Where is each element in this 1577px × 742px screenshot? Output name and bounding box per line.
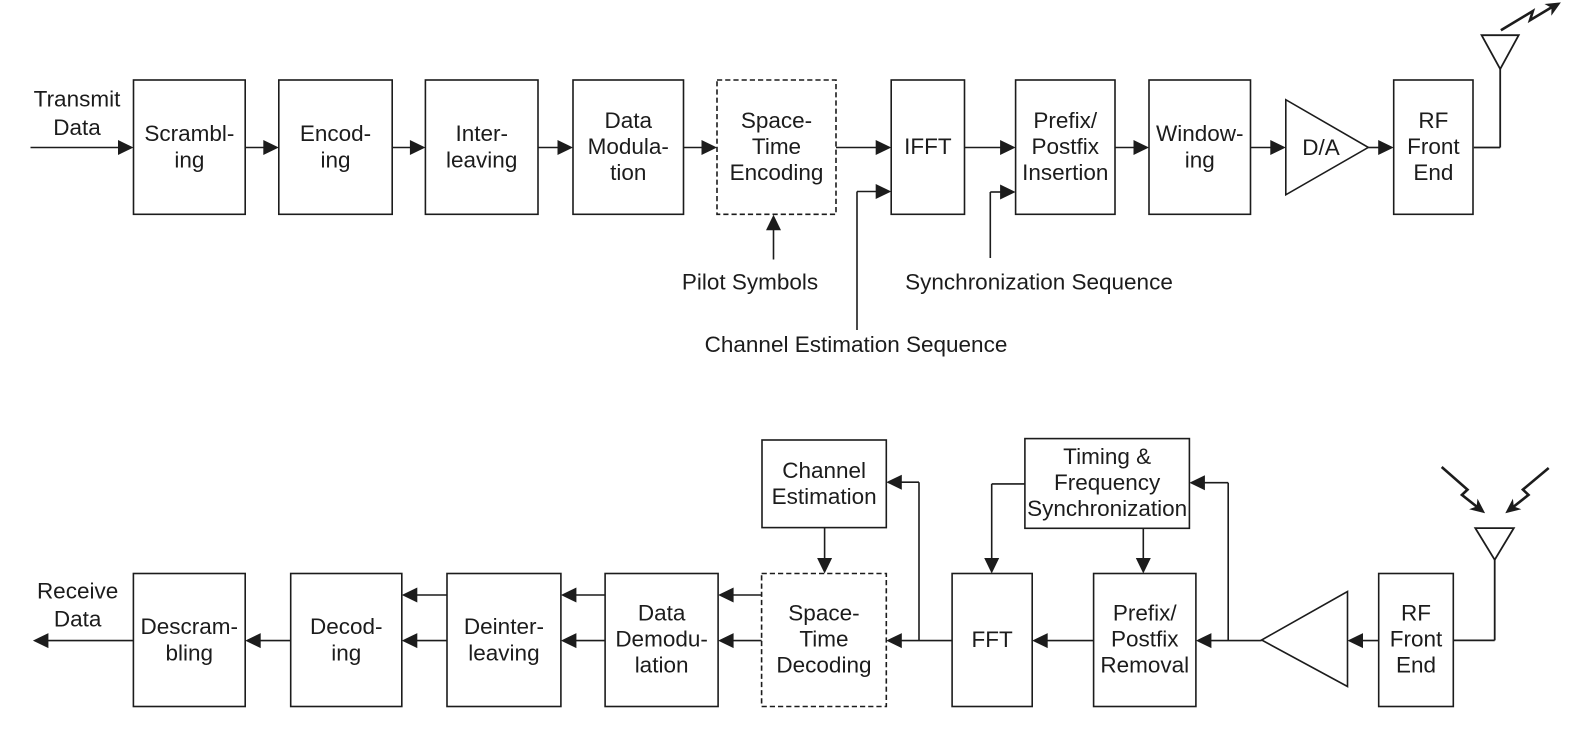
svg-text:Data: Data — [604, 108, 652, 133]
svg-text:Time: Time — [752, 134, 801, 159]
svg-text:Prefix/: Prefix/ — [1033, 108, 1098, 133]
svg-text:Frequency: Frequency — [1054, 470, 1161, 495]
svg-text:Synchronization Sequence: Synchronization Sequence — [905, 270, 1173, 295]
svg-text:Inter-: Inter- — [455, 121, 508, 146]
svg-text:FFT: FFT — [972, 627, 1013, 652]
svg-text:Receive: Receive — [37, 579, 118, 604]
svg-text:Time: Time — [799, 627, 848, 652]
svg-text:Transmit: Transmit — [34, 87, 121, 112]
svg-text:Encoding: Encoding — [730, 160, 824, 185]
svg-text:ing: ing — [320, 147, 350, 172]
svg-text:RF: RF — [1401, 601, 1431, 626]
svg-text:tion: tion — [610, 160, 646, 185]
svg-text:Descram-: Descram- — [141, 614, 239, 639]
svg-text:Channel: Channel — [782, 458, 866, 483]
svg-text:Insertion: Insertion — [1022, 160, 1108, 185]
svg-text:Synchronization: Synchronization — [1027, 496, 1187, 521]
svg-text:D/A: D/A — [1302, 135, 1340, 160]
svg-text:Data: Data — [54, 607, 102, 632]
svg-text:lation: lation — [635, 653, 689, 678]
svg-text:Scrambl-: Scrambl- — [144, 121, 234, 146]
svg-text:Channel Estimation Sequence: Channel Estimation Sequence — [705, 332, 1008, 357]
svg-text:Demodu-: Demodu- — [615, 627, 708, 652]
svg-text:Removal: Removal — [1100, 653, 1189, 678]
svg-text:IFFT: IFFT — [904, 134, 952, 159]
svg-text:Space-: Space- — [788, 601, 859, 626]
svg-text:Front: Front — [1390, 627, 1443, 652]
svg-text:Pilot Symbols: Pilot Symbols — [682, 270, 818, 295]
svg-text:ing: ing — [331, 640, 361, 665]
svg-text:leaving: leaving — [446, 147, 517, 172]
svg-text:Postfix: Postfix — [1111, 627, 1179, 652]
svg-text:Modula-: Modula- — [588, 134, 669, 159]
svg-text:Decod-: Decod- — [310, 614, 383, 639]
svg-text:ing: ing — [1185, 147, 1215, 172]
svg-text:Prefix/: Prefix/ — [1113, 601, 1178, 626]
svg-text:Encod-: Encod- — [300, 121, 371, 146]
svg-text:Data: Data — [53, 115, 101, 140]
svg-text:End: End — [1396, 653, 1436, 678]
svg-text:End: End — [1413, 160, 1453, 185]
svg-text:Data: Data — [638, 601, 686, 626]
svg-text:Estimation: Estimation — [772, 484, 877, 509]
svg-text:Window-: Window- — [1156, 121, 1244, 146]
svg-text:bling: bling — [166, 640, 214, 665]
svg-text:Decoding: Decoding — [776, 653, 871, 678]
svg-text:leaving: leaving — [468, 640, 539, 665]
svg-text:Front: Front — [1407, 134, 1460, 159]
svg-text:RF: RF — [1418, 108, 1448, 133]
svg-text:ing: ing — [174, 147, 204, 172]
svg-text:Postfix: Postfix — [1032, 134, 1100, 159]
svg-text:Space-: Space- — [741, 108, 812, 133]
svg-text:Deinter-: Deinter- — [464, 614, 544, 639]
svg-text:Timing &: Timing & — [1063, 444, 1151, 469]
